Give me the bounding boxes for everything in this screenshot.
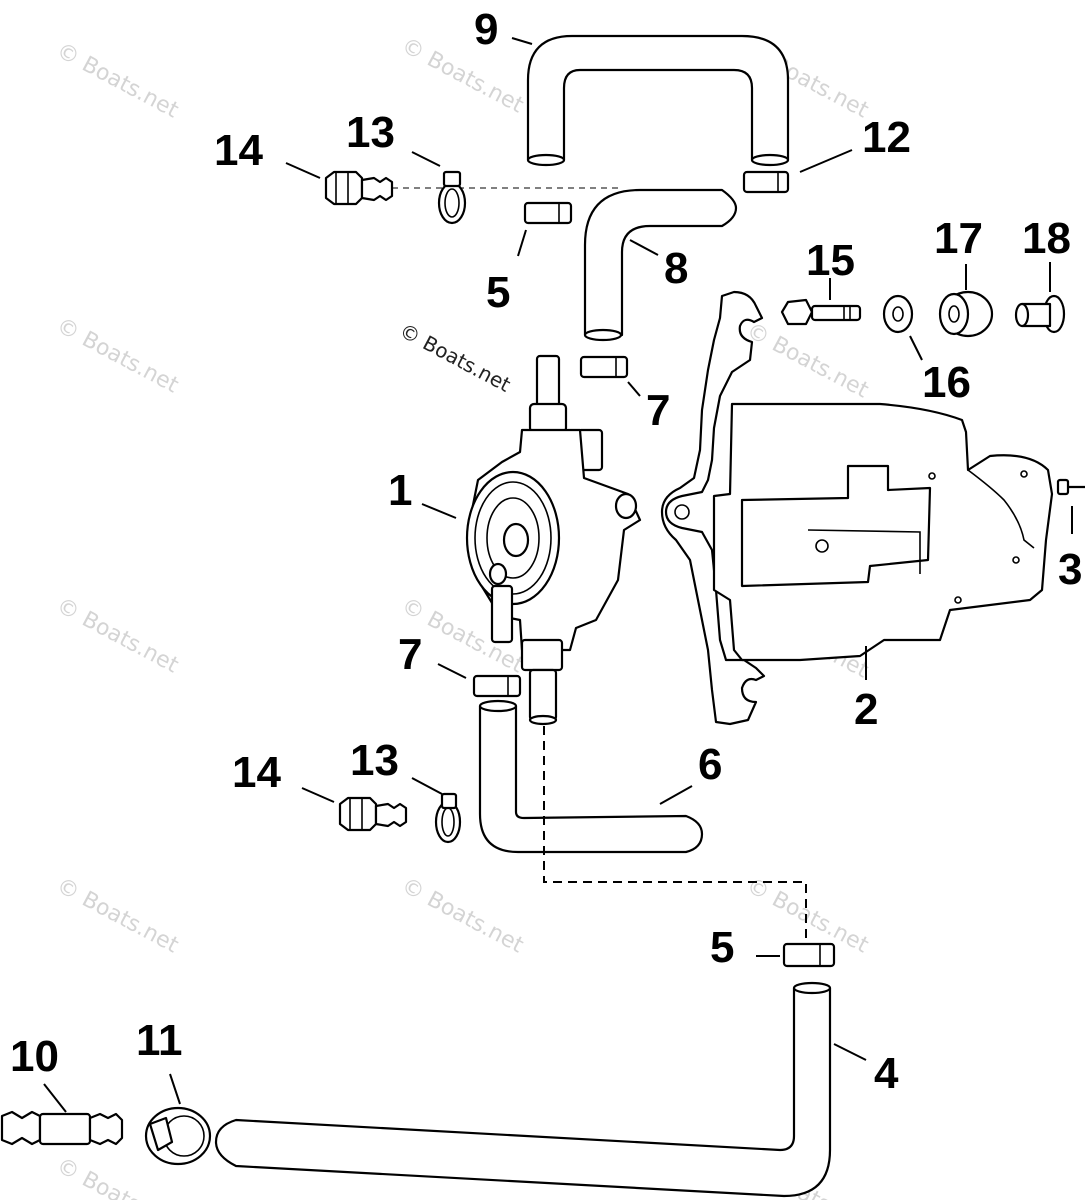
callout-8: 8 — [664, 244, 688, 293]
callout-6: 6 — [698, 740, 722, 789]
grommet-17 — [938, 290, 994, 338]
callout-9: 9 — [474, 5, 498, 54]
callout-7-bottom: 7 — [398, 630, 422, 679]
leader-lines — [43, 37, 1073, 1113]
watermark: © Boats.net — [742, 318, 873, 403]
hose-u-shaped — [526, 34, 790, 167]
hose-clip-5-top — [523, 201, 573, 225]
screw-3 — [1056, 478, 1085, 496]
callout-12: 12 — [862, 113, 911, 162]
watermark: © Boats.net — [52, 873, 183, 958]
callout-10: 10 — [10, 1032, 59, 1081]
hose-clip-7-bottom — [472, 674, 522, 698]
watermark-dark: © Boats.net — [396, 318, 515, 397]
watermark: © Boats.net — [397, 33, 528, 118]
barbed-fitting-10 — [0, 1110, 124, 1146]
callout-13-bottom: 13 — [350, 736, 399, 785]
watermark: © Boats.net — [397, 873, 528, 958]
barbed-fitting-14-bottom — [338, 796, 408, 832]
hose-clamp-13-top — [437, 170, 467, 225]
callout-5-top: 5 — [486, 268, 510, 317]
callout-5-bottom: 5 — [710, 923, 734, 972]
washer-16 — [882, 294, 914, 334]
hose-clamp-13-bottom — [434, 792, 462, 844]
callouts: 9 12 14 13 5 8 15 17 18 16 7 1 3 7 2 6 1… — [10, 5, 1082, 1098]
watermark: © Boats.net — [52, 593, 183, 678]
callout-13-top: 13 — [346, 108, 395, 157]
callout-17: 17 — [934, 214, 983, 263]
callout-14-bottom: 14 — [232, 748, 281, 797]
callout-1: 1 — [388, 466, 412, 515]
barbed-fitting-14-top — [324, 170, 394, 206]
callout-7-top: 7 — [646, 386, 670, 435]
fuel-pump — [465, 354, 642, 726]
callout-16: 16 — [922, 358, 971, 407]
watermark: © Boats.net — [52, 38, 183, 123]
sleeve-18 — [1014, 294, 1066, 334]
watermark: © Boats.net — [52, 313, 183, 398]
callout-11: 11 — [136, 1016, 183, 1065]
mounting-bracket — [660, 290, 1054, 726]
bolt-15 — [780, 298, 862, 326]
callout-2: 2 — [854, 685, 878, 734]
hose-elbow-lower — [478, 699, 704, 854]
connection-line-bottom — [543, 726, 807, 950]
hose-long — [214, 981, 832, 1198]
callout-14-top: 14 — [214, 126, 263, 175]
hose-clip-5-bottom — [782, 942, 836, 968]
hose-clamp-11 — [144, 1106, 212, 1166]
hose-clip-7-top — [579, 355, 629, 379]
callout-4: 4 — [874, 1049, 899, 1098]
callout-18: 18 — [1022, 214, 1071, 263]
hose-elbow — [583, 188, 738, 342]
callout-15: 15 — [806, 236, 855, 285]
hose-clip-12 — [742, 170, 790, 194]
callout-3: 3 — [1058, 545, 1082, 594]
